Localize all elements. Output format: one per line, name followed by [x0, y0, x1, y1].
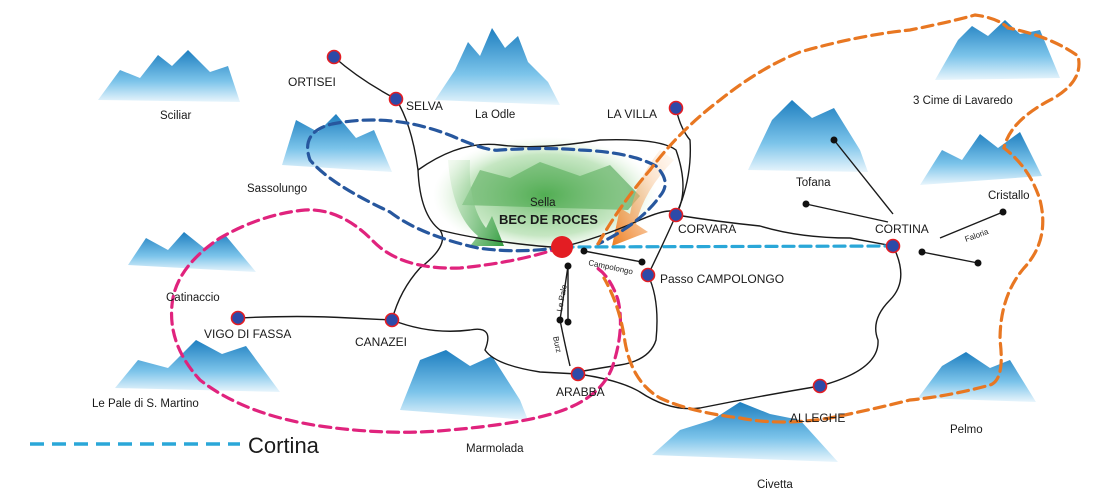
- lift-dot: [830, 136, 838, 144]
- label-sciliar: Sciliar: [160, 110, 191, 122]
- lift-campolongo: [583, 250, 643, 263]
- lift-dot: [564, 318, 572, 326]
- label-selva: SELVA: [406, 99, 443, 113]
- orange-arrow-icon: [612, 150, 674, 246]
- label-canazei: CANAZEI: [355, 335, 407, 349]
- label-cime-lavaredo: 3 Cime di Lavaredo: [913, 95, 1013, 107]
- mountain-pale-icon: [115, 340, 280, 392]
- mountain-marmolada-icon: [400, 350, 528, 420]
- label-bec-de-roces: BEC DE ROCES: [499, 212, 598, 227]
- road-vigo-canazei: [237, 315, 393, 321]
- legend: Cortina: [30, 433, 320, 458]
- road-ortisei-selva: [333, 56, 397, 100]
- road-lavilla-corvara: [675, 107, 692, 216]
- lift-dot: [564, 262, 572, 270]
- map-labels: ORTISEI SELVA LA VILLA CORVARA CORTINA P…: [92, 75, 1030, 491]
- lift-dot: [974, 259, 982, 267]
- road-selva-canazei: [391, 98, 444, 321]
- town-marker-vigo[interactable]: [230, 310, 246, 326]
- lift-cortina-3: [921, 251, 979, 264]
- mountain-cime-icon: [935, 20, 1060, 80]
- road-campolongo-arabba: [577, 274, 658, 373]
- mountain-sciliar-icon: [98, 50, 240, 102]
- route-pink: [169, 208, 623, 434]
- label-cristallo: Cristallo: [988, 190, 1030, 202]
- lift-burz: [559, 319, 571, 367]
- mountain-cristallo-icon: [920, 132, 1042, 185]
- label-la-villa: LA VILLA: [607, 107, 657, 121]
- town-marker-arabba[interactable]: [570, 366, 586, 382]
- lift-dot: [556, 316, 564, 324]
- label-arabba: ARABBA: [556, 385, 605, 399]
- town-markers: [230, 49, 901, 394]
- label-lift-le-pale: Le Pale: [555, 284, 569, 313]
- route-cyan: [560, 244, 895, 249]
- route-orange: [596, 13, 1081, 424]
- town-marker-selva[interactable]: [388, 91, 404, 107]
- label-pelmo: Pelmo: [950, 424, 983, 436]
- town-marker-corvara[interactable]: [668, 207, 684, 223]
- ski-routes: [169, 13, 1081, 434]
- label-lift-faloria: Faloria: [964, 227, 991, 244]
- lift-dot: [918, 248, 926, 256]
- town-marker-alleghe[interactable]: [812, 378, 828, 394]
- mountain-catinaccio-icon: [128, 232, 256, 272]
- label-civetta: Civetta: [757, 479, 793, 491]
- road-arabba-alleghe: [577, 373, 821, 410]
- label-passo-campolongo: Passo CAMPOLONGO: [660, 272, 784, 286]
- lift-dot: [580, 247, 588, 255]
- label-alleghe: ALLEGHE: [790, 411, 845, 425]
- label-la-odle: La Odle: [475, 109, 515, 121]
- label-cortina: CORTINA: [875, 222, 929, 236]
- label-vigo-di-fassa: VIGO DI FASSA: [204, 327, 291, 341]
- label-pale-san-martino: Le Pale di S. Martino: [92, 398, 199, 410]
- route-blue: [306, 118, 667, 253]
- lift-stations: [556, 136, 1007, 326]
- label-lift-burz: Burz: [551, 336, 563, 354]
- lift-dot: [638, 258, 646, 266]
- road-cortina-alleghe: [819, 245, 902, 387]
- mountain-pelmo-icon: [918, 352, 1036, 402]
- lift-le-pale: [559, 265, 569, 321]
- label-catinaccio: Catinaccio: [166, 292, 220, 304]
- town-marker-canazei[interactable]: [384, 312, 400, 328]
- center-marker-bec-de-roces[interactable]: [551, 236, 573, 258]
- label-lift-campolongo: Campolongo: [588, 258, 635, 276]
- legend-label-cortina: Cortina: [248, 433, 320, 458]
- lift-tofana-2: [805, 203, 889, 223]
- town-marker-campolongo[interactable]: [640, 267, 656, 283]
- label-sella: Sella: [530, 197, 556, 209]
- roads: [237, 56, 1004, 410]
- mountain-la-odle-icon: [435, 28, 560, 105]
- lift-dot: [999, 208, 1007, 216]
- green-arrow-icon: [448, 160, 504, 246]
- label-ortisei: ORTISEI: [288, 75, 336, 89]
- lift-dot: [802, 200, 810, 208]
- town-marker-ortisei[interactable]: [326, 49, 342, 65]
- label-tofana: Tofana: [796, 177, 831, 189]
- road-corvara-cortina: [675, 214, 894, 247]
- town-marker-cortina[interactable]: [885, 238, 901, 254]
- lift-faloria: [939, 211, 1004, 239]
- town-marker-la-villa[interactable]: [668, 100, 684, 116]
- label-corvara: CORVARA: [678, 222, 736, 236]
- label-sassolungo: Sassolungo: [247, 183, 307, 195]
- road-corvara-campolongo: [647, 214, 677, 276]
- road-canazei-arabba: [391, 319, 579, 375]
- label-marmolada: Marmolada: [466, 443, 524, 455]
- mountain-tofana-icon: [748, 100, 868, 172]
- lift-tofana-1: [833, 139, 894, 215]
- mountain-civetta-icon: [652, 402, 838, 462]
